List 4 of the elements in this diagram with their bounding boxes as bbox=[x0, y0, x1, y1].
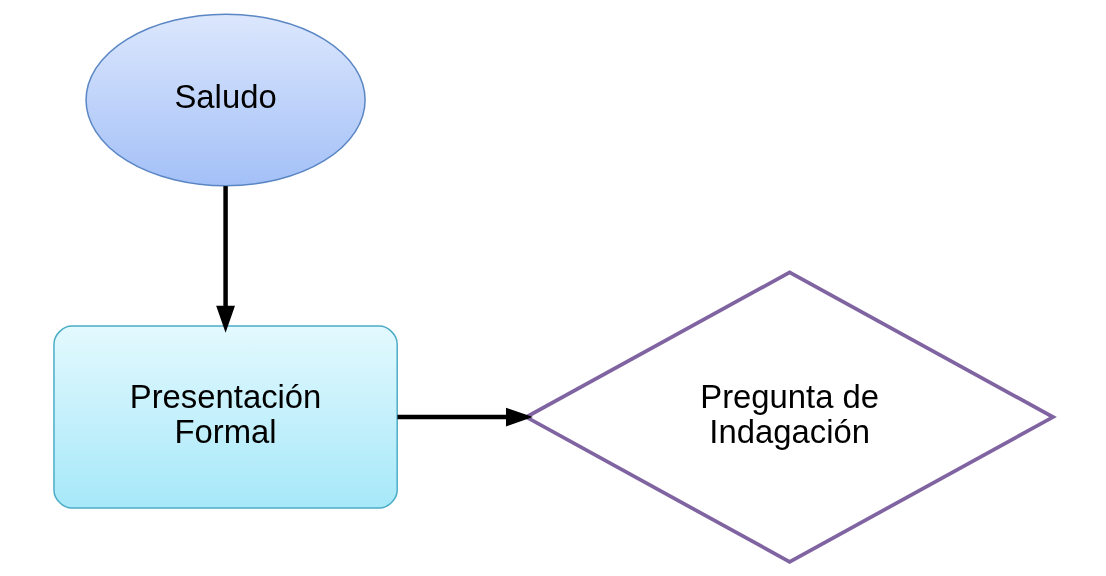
arrow bbox=[215, 186, 235, 333]
node-box: Presentación Formal bbox=[52, 325, 398, 509]
arrow bbox=[396, 407, 533, 427]
node-ellipse: Saludo bbox=[84, 13, 366, 187]
